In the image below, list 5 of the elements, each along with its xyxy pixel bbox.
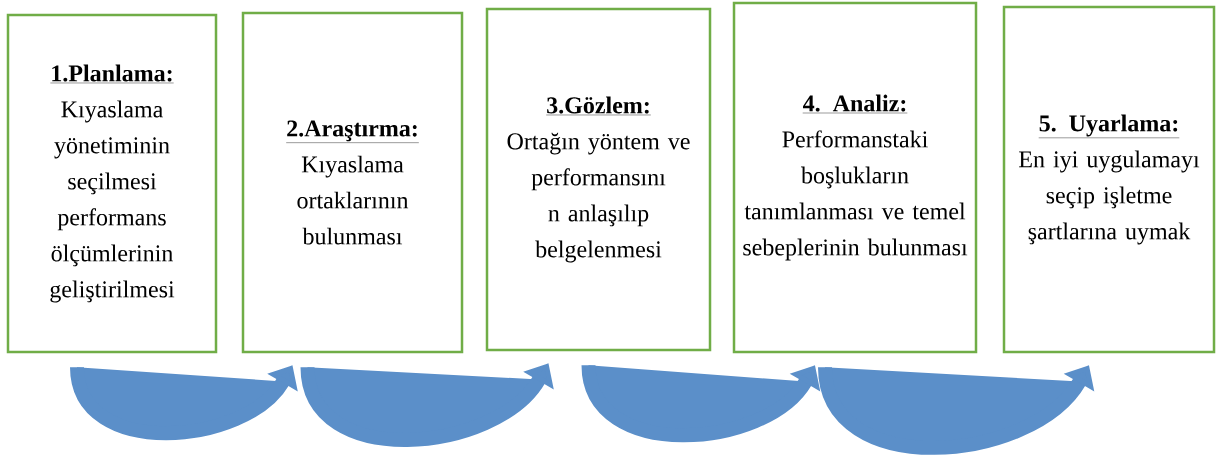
process-box: 2.Araştırma: Kıyaslama ortaklarının bulunması <box>241 11 464 354</box>
process-box: 5. Uyarlama: En iyi uygulamayı seçip işletme şartlarına uymak <box>1002 5 1216 354</box>
process-box: 3.Gözlem: Ortağın yöntem ve performansını n anlaşılıp belgelenmesi <box>485 7 712 352</box>
process-box: 1.Planlama: Kıyaslama yönetiminin seçilmesi performans ölçümlerinin geliştirilmesi <box>6 13 218 354</box>
process-box: 4. Analiz: Performanstaki boşlukların tanımlanması ve temel sebeplerinin bulunması <box>732 1 978 354</box>
